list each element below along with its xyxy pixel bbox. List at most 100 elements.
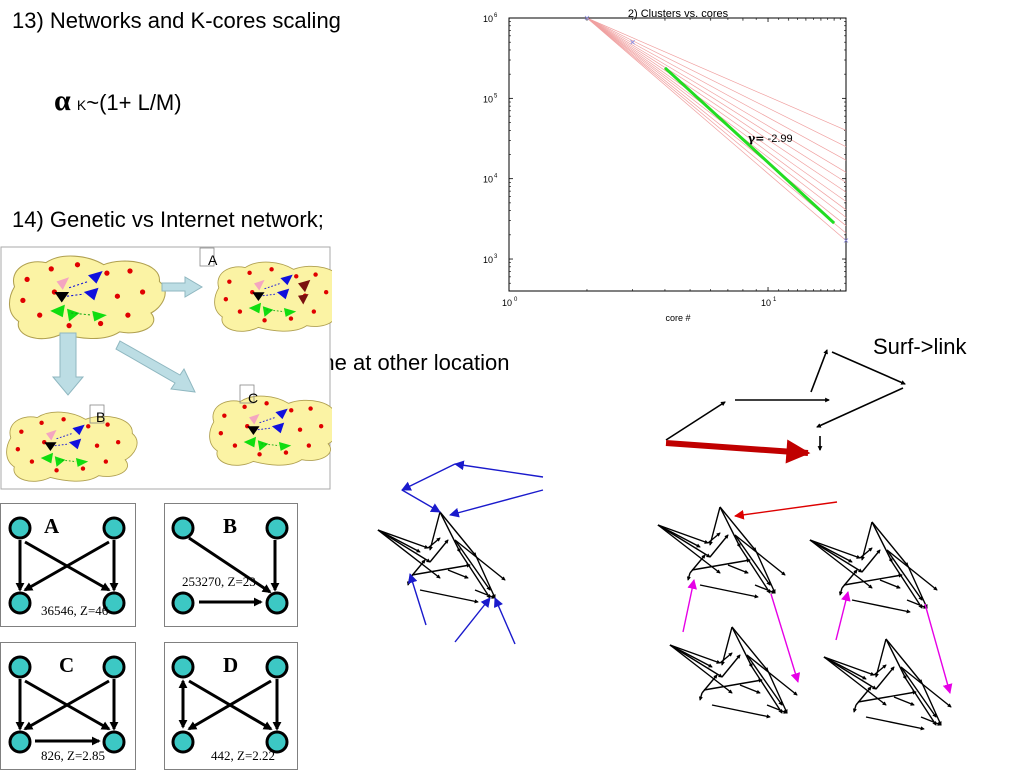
motif-a: A 36546, Z=46 [0, 503, 136, 627]
data-marker [584, 15, 590, 21]
cluster-edge [859, 547, 873, 559]
cluster-edge [751, 666, 783, 714]
cluster-edge [411, 563, 471, 576]
cluster-edge [838, 587, 843, 596]
red-node [80, 466, 86, 471]
cluster-edge [857, 690, 917, 703]
grid-dot [845, 19, 847, 21]
heading-networks: 13) Networks and K-cores scaling [12, 8, 341, 33]
red-node [308, 406, 313, 411]
surf-edge [816, 387, 904, 428]
cell-label-c: C [248, 390, 258, 406]
dotted-link [259, 416, 276, 424]
cluster-edge [767, 670, 788, 714]
red-node [262, 318, 267, 323]
cluster-edge [377, 529, 421, 553]
motif-node [265, 516, 289, 540]
series-line [586, 17, 847, 131]
cluster-edge [906, 599, 928, 609]
cell-source [8, 255, 166, 340]
cluster-edge [920, 716, 942, 726]
pink-triangle [46, 429, 57, 441]
grid-dot [709, 19, 712, 21]
cluster-edge [686, 572, 691, 581]
motif-d: D 442, Z=2.22 [164, 642, 298, 770]
data-marker [843, 238, 849, 243]
cluster-edge [707, 532, 721, 544]
cluster-edge [429, 539, 449, 563]
black-triangle [44, 442, 57, 451]
cluster-edge [873, 664, 887, 676]
cluster-edge [809, 539, 853, 563]
series-line [586, 17, 847, 241]
blue-triangle [68, 438, 82, 450]
red-node [15, 447, 21, 452]
pink-triangle [56, 277, 70, 290]
cluster-edge [746, 654, 798, 696]
y-tick-label: 10 [483, 14, 493, 24]
chart-title: 2) Clusters vs. cores [628, 8, 729, 20]
cluster-edge [809, 539, 863, 573]
x-tick-exp: 1 [773, 297, 777, 303]
cluster-edge [731, 626, 753, 668]
y-tick-exp: 5 [494, 93, 498, 99]
cluster-edge [754, 584, 776, 594]
series-line [586, 17, 847, 183]
series-line [586, 17, 847, 173]
arrow-to-c [115, 340, 196, 393]
cluster-edge [708, 506, 721, 546]
red-node [237, 309, 243, 314]
cluster-edge [871, 521, 893, 563]
cluster-edge [823, 656, 877, 690]
motif-b: B 253270, Z=23 [164, 503, 298, 627]
cell-b [6, 411, 138, 482]
darkred-triangle [298, 293, 309, 305]
cluster-edge [900, 666, 952, 708]
x-axis-label: core # [665, 313, 690, 323]
cell-label-b: B [96, 409, 105, 425]
cluster-edge [871, 521, 909, 567]
cluster-edge [475, 555, 496, 599]
red-node [218, 431, 224, 436]
red-node [97, 320, 104, 327]
cluster-edge [905, 678, 937, 726]
red-node [306, 443, 312, 448]
cluster-edge [377, 529, 429, 549]
grid-dot [664, 19, 666, 21]
motif-c-graph [8, 655, 126, 754]
cluster-edge [719, 506, 757, 552]
grid-dot [833, 19, 835, 21]
motif-edge [188, 536, 272, 594]
series-line [586, 17, 847, 161]
cluster-edge [874, 638, 887, 678]
cluster-edge [657, 524, 701, 548]
cluster-edge [377, 529, 431, 563]
blue-edge [401, 489, 441, 513]
dotted-link [54, 443, 69, 447]
red-node [297, 427, 303, 432]
motif-node [265, 730, 289, 754]
surf-edge [831, 351, 906, 385]
fit-line [663, 66, 836, 225]
magenta-edge [770, 593, 801, 683]
red-node [223, 297, 229, 302]
red-node [313, 272, 318, 277]
red-node [94, 443, 100, 448]
motif-c: C 826, Z=2.85 [0, 642, 136, 770]
cluster-edge [731, 626, 769, 672]
red-node [37, 312, 43, 318]
cluster-edge [447, 569, 469, 579]
green-triangle [243, 436, 257, 448]
cluster-edge [755, 550, 776, 594]
cluster-edge [428, 511, 441, 551]
cluster-edge [907, 565, 928, 609]
cluster-edge [409, 559, 426, 579]
y-tick-exp: 4 [494, 174, 498, 180]
red-node [39, 420, 44, 426]
cluster-edge [875, 666, 895, 690]
x-tick-label: 10 [761, 298, 771, 308]
red-node [289, 408, 294, 413]
green-triangle [283, 308, 297, 317]
motif-node [265, 655, 289, 679]
green-triangle [75, 458, 89, 467]
